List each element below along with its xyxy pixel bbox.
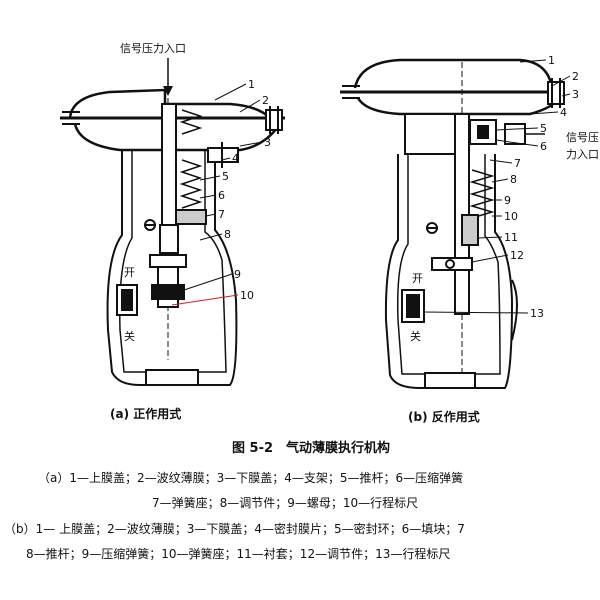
left-switch-open-label: 开 [124, 266, 135, 279]
left-leader-5 [199, 175, 221, 181]
right-part-number-6: 6 [540, 140, 547, 153]
left-leader-9 [183, 273, 233, 291]
legend-a-line-1: （a）1—上膜盖；2—波纹薄膜；3—下膜盖；4—支架；5—推杆；6—压缩弹簧 [38, 470, 463, 485]
right-leader-1 [519, 59, 547, 63]
right-leader-2 [551, 75, 571, 87]
left-signal-inlet-label: 信号压力入口 [120, 42, 186, 55]
left-leader-1 [214, 83, 247, 101]
left-part-number-4: 4 [232, 152, 239, 165]
left-part-number-7: 7 [218, 208, 225, 221]
right-actuator [340, 58, 565, 389]
right-signal-inlet-label-1: 信号压 [566, 131, 599, 144]
right-part-number-13: 13 [530, 307, 544, 320]
right-leader-13 [423, 311, 529, 314]
right-part-number-4: 4 [560, 106, 567, 119]
right-part-number-8: 8 [510, 173, 517, 186]
right-part-number-2: 2 [572, 70, 579, 83]
left-part-number-1: 1 [248, 78, 255, 91]
legend-a-line-2: 7—弹簧座；8—调节件；9—螺母；10—行程标尺 [152, 495, 418, 510]
left-leader-2 [239, 99, 261, 113]
legend-b-line-2: 8—推杆；9—压缩弹簧；10—弹簧座；11—衬套；12—调节件；13—行程标尺 [26, 546, 450, 561]
left-part-number-5: 5 [222, 170, 229, 183]
right-leader-4 [529, 111, 559, 115]
right-part-number-9: 9 [504, 194, 511, 207]
left-part-number-2: 2 [262, 94, 269, 107]
right-leader-6 [495, 139, 539, 147]
left-leader-3 [239, 141, 263, 147]
right-part-number-3: 3 [572, 88, 579, 101]
legend-b-line-1: （b）1— 上膜盖；2—波纹薄膜；3—下膜盖；4—密封膜片；5—密封环；6—填块… [4, 521, 465, 536]
left-part-numbers: 12 3 45 6 7 8 9 10 [171, 78, 271, 306]
right-leader-3 [561, 93, 571, 97]
right-leader-11 [477, 236, 503, 239]
right-caption: (b) 反作用式 [408, 409, 480, 424]
left-part-number-6: 6 [218, 189, 225, 202]
left-leader-6 [199, 194, 217, 199]
left-part-number-10: 10 [240, 289, 254, 302]
right-part-number-10: 10 [504, 210, 518, 223]
left-part-number-3: 3 [264, 136, 271, 149]
right-leader-8 [491, 178, 509, 183]
right-leader-5 [495, 127, 539, 131]
left-switch-close-label: 关 [124, 329, 135, 343]
right-switch-close-label: 关 [410, 329, 421, 343]
right-signal-inlet-label-2: 力入口 [566, 148, 599, 161]
right-switch-open-label: 开 [412, 272, 423, 285]
right-part-number-11: 11 [504, 231, 518, 244]
left-caption: (a) 正作用式 [110, 406, 181, 421]
right-leader-7 [489, 159, 513, 164]
left-actuator [60, 58, 285, 386]
figure-title: 图 5-2 气动薄膜执行机构 [232, 440, 390, 456]
right-part-number-5: 5 [540, 122, 547, 135]
left-part-number-8: 8 [224, 228, 231, 241]
left-part-number-9: 9 [234, 268, 241, 281]
right-part-number-1: 1 [548, 54, 555, 67]
left-leader-8 [199, 233, 223, 241]
left-leader-10 [171, 294, 239, 306]
right-labels: 信号压 力入口 开 关 (b) 反作用式 [408, 131, 599, 424]
left-leader-7 [205, 213, 217, 217]
right-leader-12 [471, 254, 509, 263]
left-labels: 信号压力入口 开 关 (a) 正作用式 [110, 42, 186, 421]
right-part-number-12: 12 [510, 249, 524, 262]
left-leader-4 [221, 157, 231, 161]
right-part-number-7: 7 [514, 157, 521, 170]
